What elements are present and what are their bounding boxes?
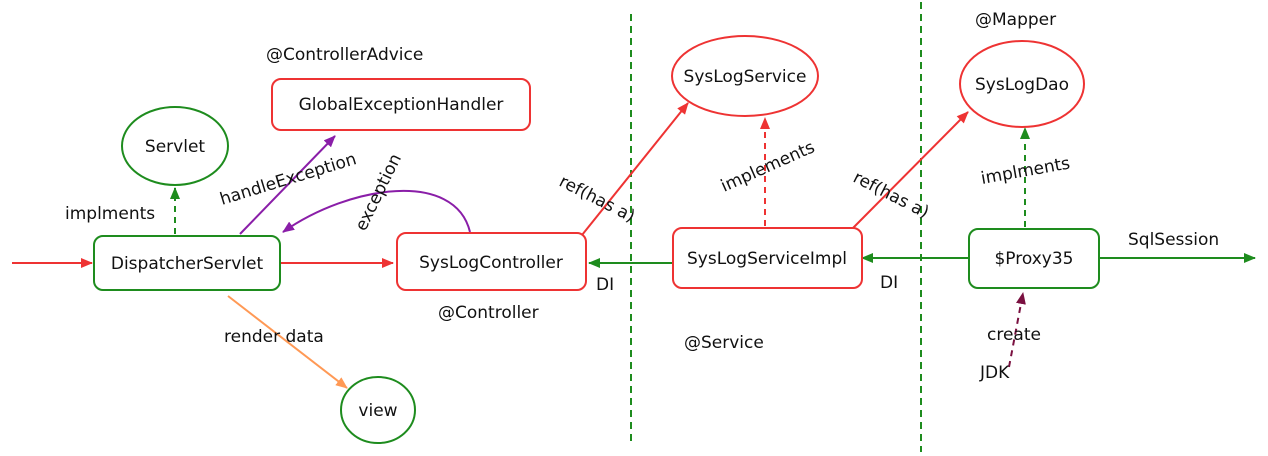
- service-impl-ref-dao-arrow: [852, 111, 969, 229]
- exception-label: exception: [352, 151, 406, 234]
- syslog-service-impl-node: [672, 227, 863, 289]
- create-label: create: [987, 325, 1041, 345]
- syslog-dao-label: SysLogDao: [975, 75, 1069, 95]
- dispatcher-servlet-node: [93, 235, 281, 291]
- service-implements-label: implements: [718, 137, 818, 196]
- controller-advice-annotation: @ControllerAdvice: [266, 45, 423, 65]
- mapper-annotation: @Mapper: [975, 10, 1056, 30]
- syslog-service-impl-label: SysLogServiceImpl: [687, 249, 847, 269]
- sql-session-label: SqlSession: [1128, 230, 1219, 250]
- dispatcher-implements-label: implments: [65, 204, 155, 224]
- jdk-label: JDK: [979, 363, 1010, 383]
- controller-annotation: @Controller: [438, 303, 539, 323]
- jdk-create-proxy-arrow: [1008, 292, 1026, 368]
- proxy-node: [968, 228, 1100, 289]
- di-controller-label: DI: [596, 275, 614, 295]
- handle-exception-label: handleException: [218, 149, 359, 210]
- view-node: [340, 376, 416, 444]
- syslog-controller-label: SysLogController: [419, 253, 563, 273]
- service-impl-ref-label: ref(has a): [850, 168, 932, 223]
- controller-ref-service-arrow: [577, 102, 689, 241]
- global-exception-handler-node: [271, 78, 531, 131]
- di-service-label: DI: [880, 273, 898, 293]
- syslog-service-label: SysLogService: [684, 67, 807, 87]
- servlet-label: Servlet: [145, 137, 205, 157]
- syslog-controller-node: [396, 232, 587, 291]
- servlet-node: [121, 106, 229, 186]
- global-exception-handler-label: GlobalExceptionHandler: [299, 95, 504, 115]
- syslog-service-node: [671, 35, 819, 117]
- handle-exception-arrow: [239, 135, 336, 235]
- exception-arrow: [282, 190, 471, 233]
- render-data-label: render data: [224, 327, 324, 347]
- view-label: view: [358, 401, 397, 421]
- service-annotation: @Service: [684, 333, 764, 353]
- syslog-dao-node: [959, 40, 1085, 128]
- dispatcher-servlet-label: DispatcherServlet: [111, 254, 264, 274]
- render-data-arrow: [227, 295, 348, 389]
- proxy-label: $Proxy35: [994, 249, 1073, 269]
